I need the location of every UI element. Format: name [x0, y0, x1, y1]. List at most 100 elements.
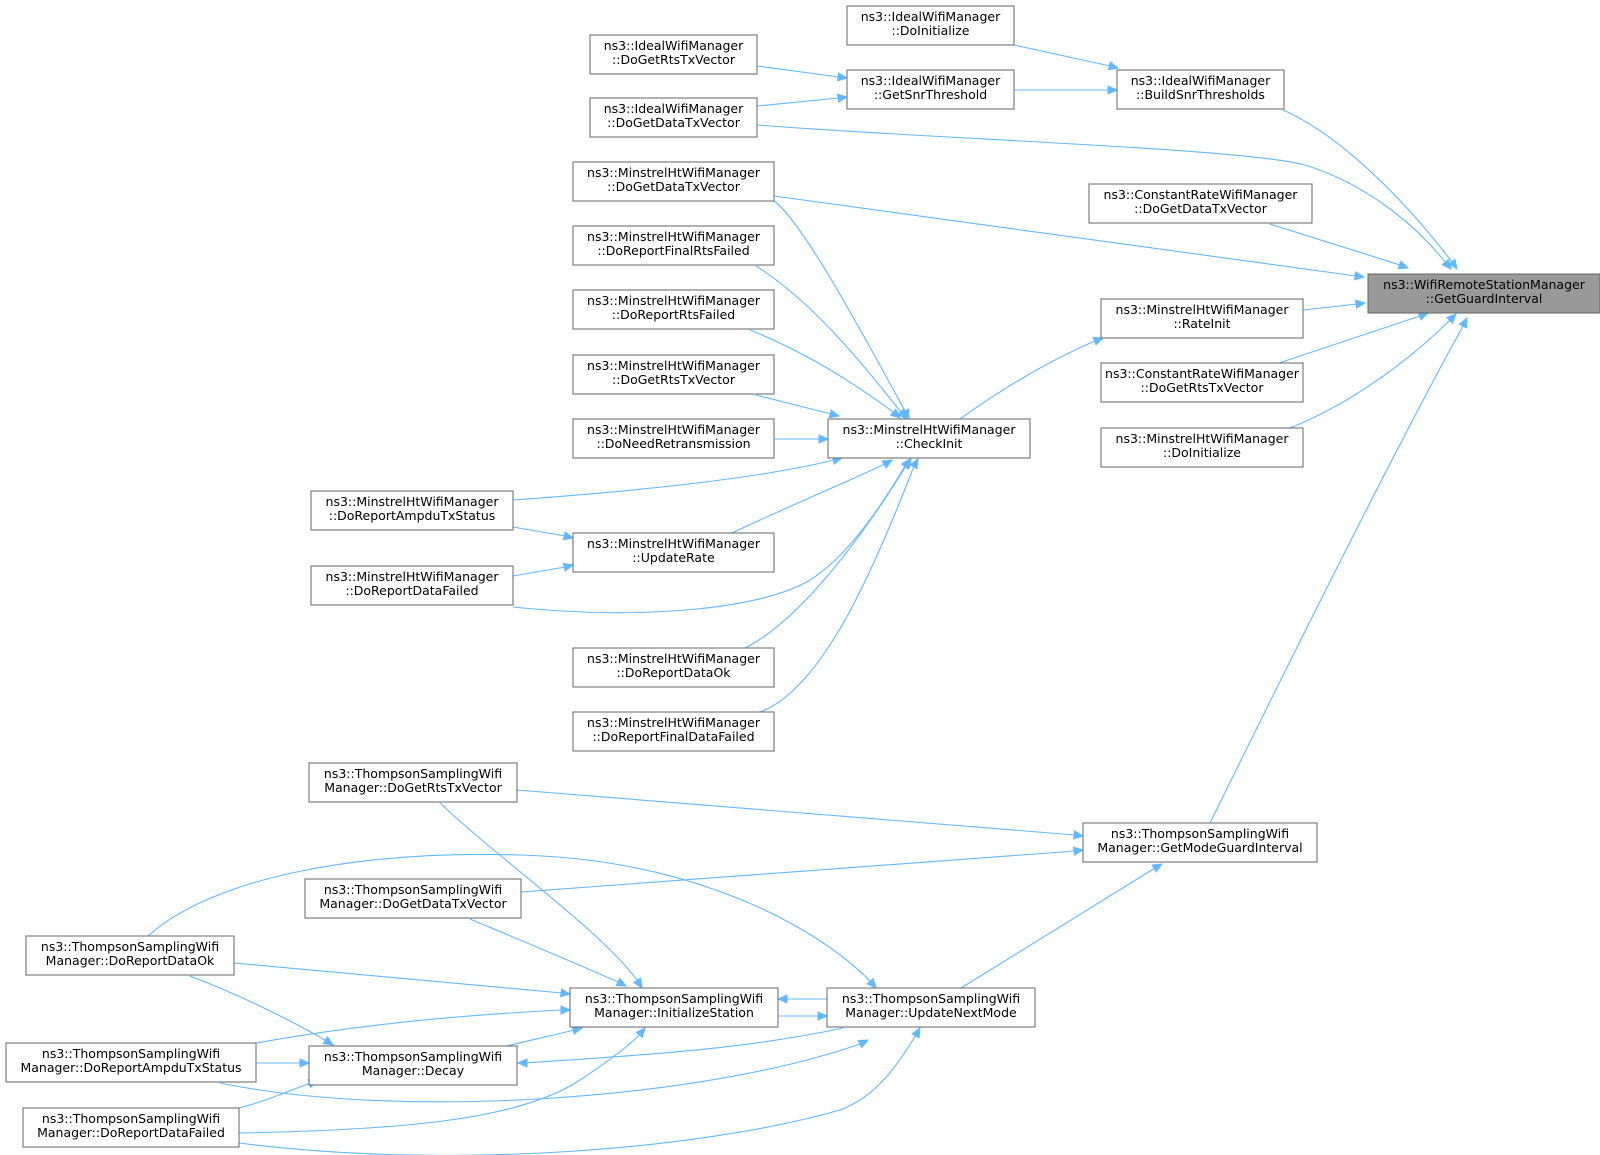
arrow-head-icon [516, 1058, 528, 1068]
node-box [589, 97, 758, 138]
edge-ts_getrts-to-ts_gi [516, 789, 1085, 840]
graph-node[interactable]: ns3::MinstrelHtWifiManager::UpdateRate [572, 532, 775, 573]
arrow-head-icon [909, 457, 919, 470]
graph-node[interactable]: ns3::ThompsonSamplingWifiManager::DoRepo… [25, 935, 235, 976]
node-label: ::DoGetDataTxVector [607, 115, 741, 130]
node-label: ns3::ThompsonSamplingWifi [324, 1049, 502, 1064]
node-label: Manager::DoReportDataOk [46, 953, 215, 968]
node-label: ns3::MinstrelHtWifiManager [326, 569, 500, 584]
graph-node[interactable]: ns3::MinstrelHtWifiManager::RateInit [1100, 298, 1304, 339]
graph-node[interactable]: ns3::MinstrelHtWifiManager::DoReportFina… [572, 225, 775, 266]
edge-line [238, 1080, 319, 1109]
graph-node[interactable]: ns3::IdealWifiManager::DoGetRtsTxVector [589, 34, 758, 75]
graph-node[interactable]: ns3::IdealWifiManager::DoGetDataTxVector [589, 97, 758, 138]
node-label: ns3::ConstantRateWifiManager [1104, 187, 1299, 202]
graph-node[interactable]: ns3::IdealWifiManager::GetSnrThreshold [846, 69, 1015, 110]
node-box [572, 418, 775, 459]
edge-ts_update-to-ts_decay [516, 1027, 844, 1068]
graph-node[interactable]: ns3::MinstrelHtWifiManager::DoGetRtsTxVe… [572, 354, 775, 395]
arrow-head-icon [1441, 258, 1452, 270]
edge-line [1289, 313, 1457, 429]
graph-node[interactable]: ns3::ThompsonSamplingWifiManager::GetMod… [1082, 822, 1318, 863]
graph-node[interactable]: ns3::ThompsonSamplingWifiManager::Initia… [569, 987, 779, 1028]
node-label: ::DoReportRtsFailed [612, 307, 736, 322]
node-label: ns3::MinstrelHtWifiManager [587, 293, 761, 308]
arrow-head-icon [1417, 311, 1430, 321]
edge-line [233, 962, 571, 995]
node-label: ::RateInit [1173, 316, 1230, 331]
graph-node[interactable]: ns3::ConstantRateWifiManager::DoGetDataT… [1088, 183, 1313, 224]
graph-node[interactable]: ns3::MinstrelHtWifiManager::DoReportData… [310, 565, 514, 606]
edge-line [520, 849, 1084, 893]
arrow-head-icon [299, 1058, 311, 1068]
node-label: ::DoGetRtsTxVector [612, 52, 736, 67]
node-label: Manager::Decay [362, 1063, 465, 1078]
node-label: ns3::MinstrelHtWifiManager [587, 165, 761, 180]
arrow-head-icon [632, 977, 643, 990]
node-label: ns3::MinstrelHtWifiManager [587, 358, 761, 373]
arrow-head-icon [615, 977, 628, 987]
node-label: Manager::DoGetRtsTxVector [324, 780, 502, 795]
graph-node[interactable]: ns3::ThompsonSamplingWifiManager::DoGetD… [304, 878, 522, 919]
graph-node[interactable]: ns3::IdealWifiManager::BuildSnrThreshold… [1116, 69, 1285, 110]
edge-const_getdata-to-root [1269, 223, 1410, 270]
node-box [572, 289, 775, 330]
graph-node[interactable]: ns3::ThompsonSamplingWifiManager::DoRepo… [5, 1042, 257, 1083]
edge-line [759, 458, 919, 713]
graph-node[interactable]: ns3::MinstrelHtWifiManager::DoReportFina… [572, 711, 775, 752]
graph-node[interactable]: ns3::MinstrelHtWifiManager::DoReportAmpd… [310, 490, 514, 531]
node-label: Manager::InitializeStation [594, 1005, 754, 1020]
graph-node[interactable]: ns3::IdealWifiManager::DoInitialize [846, 5, 1015, 46]
graph-node[interactable]: ns3::ThompsonSamplingWifiManager::DoRepo… [22, 1107, 240, 1148]
edge-line [959, 337, 1104, 420]
node-label: ns3::MinstrelHtWifiManager [587, 229, 761, 244]
node-box [846, 69, 1015, 110]
node-label: ::GetSnrThreshold [874, 87, 987, 102]
edge-line [731, 459, 893, 534]
node-label: ::DoReportDataOk [616, 665, 731, 680]
edge-line [512, 457, 843, 501]
node-box [304, 878, 522, 919]
graph-node[interactable]: ns3::ThompsonSamplingWifiManager::Update… [826, 987, 1036, 1028]
edge-line [1269, 223, 1409, 269]
graph-node[interactable]: ns3::MinstrelHtWifiManager::DoGetDataTxV… [572, 161, 775, 202]
edge-mht_checkinit-to-mht_rateinit [959, 336, 1105, 420]
graph-node[interactable]: ns3::MinstrelHtWifiManager::DoInitialize [1100, 427, 1304, 468]
arrow-head-icon [1151, 863, 1164, 873]
arrow-head-icon [1447, 258, 1458, 271]
node-box [572, 161, 775, 202]
edge-mht_finalrts-to-mht_checkinit [755, 265, 907, 420]
node-label: ::DoInitialize [891, 23, 969, 38]
edge-ts_initst-to-ts_update [778, 1011, 829, 1021]
node-label: ns3::MinstrelHtWifiManager [587, 536, 761, 551]
edge-line [1013, 44, 1119, 69]
graph-node[interactable]: ns3::ConstantRateWifiManager::DoGetRtsTx… [1100, 362, 1304, 403]
graph-node[interactable]: ns3::MinstrelHtWifiManager::DoReportRtsF… [572, 289, 775, 330]
edge-ideal_build-to-root [1282, 109, 1458, 271]
edge-line [439, 802, 643, 989]
arrow-head-icon [911, 1026, 921, 1039]
node-label: ns3::ThompsonSamplingWifi [842, 991, 1020, 1006]
node-label: ns3::ConstantRateWifiManager [1105, 366, 1300, 381]
node-label: ns3::ThompsonSamplingWifi [1111, 826, 1289, 841]
arrow-head-icon [836, 72, 849, 82]
graph-node[interactable]: ns3::ThompsonSamplingWifiManager::DoGetR… [308, 762, 518, 803]
arrow-head-icon [322, 1035, 335, 1046]
graph-node[interactable]: ns3::MinstrelHtWifiManager::DoNeedRetran… [572, 418, 775, 459]
edge-ts_update-to-ts_initst [776, 994, 827, 1004]
edge-mht_getdata-to-root [773, 195, 1366, 281]
edge-ts_ampdu-to-ts_initst [239, 1005, 572, 1047]
graph-node[interactable]: ns3::MinstrelHtWifiManager::DoReportData… [572, 647, 775, 688]
node-label: ::DoGetDataTxVector [607, 179, 741, 194]
graph-node[interactable]: ns3::MinstrelHtWifiManager::CheckInit [827, 418, 1031, 459]
edge-ideal_getdata-to-root [756, 124, 1452, 270]
node-box [1088, 183, 1313, 224]
arrow-head-icon [1445, 313, 1457, 325]
arrow-head-icon [901, 457, 912, 470]
node-label: ns3::MinstrelHtWifiManager [326, 494, 500, 509]
node-label: ns3::ThompsonSamplingWifi [585, 991, 763, 1006]
edge-line [518, 1027, 844, 1064]
edge-ts_dataok-to-ts_initst [233, 962, 572, 998]
